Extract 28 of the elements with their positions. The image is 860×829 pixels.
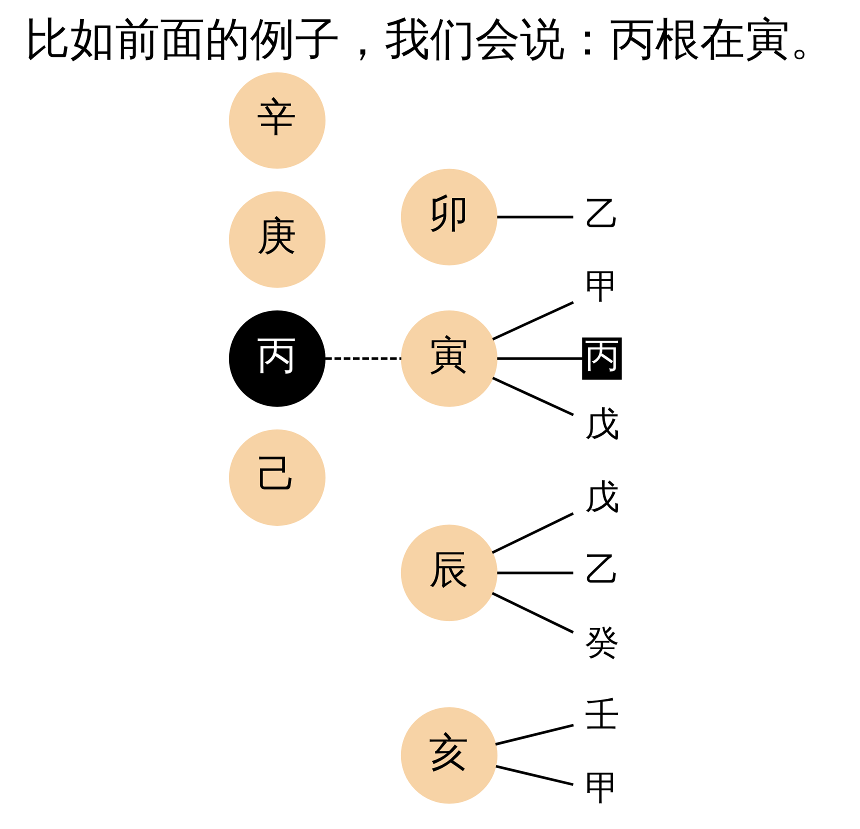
- node-text: 甲: [584, 267, 619, 308]
- connector: [497, 572, 574, 574]
- node-text: 乙: [584, 194, 619, 234]
- connector: [496, 764, 574, 786]
- connector: [492, 376, 574, 416]
- node-box: 丙: [582, 337, 622, 380]
- node-text: 戊: [584, 477, 619, 518]
- node-text: 甲: [584, 768, 619, 808]
- node-circle: 辛: [228, 72, 326, 169]
- connector: [492, 512, 574, 554]
- node-circle: 亥: [400, 707, 498, 804]
- diagram-title: 比如前面的例子，我们会说：丙根在寅。: [25, 12, 835, 66]
- node-text: 壬: [584, 696, 619, 736]
- node-circle: 庚: [228, 191, 326, 288]
- connector: [325, 357, 402, 360]
- node-circle: 寅: [400, 310, 498, 407]
- connector: [497, 357, 583, 360]
- node-circle: 丙: [228, 310, 326, 407]
- node-circle: 己: [228, 429, 326, 526]
- connector: [497, 216, 574, 218]
- node-circle: 辰: [400, 524, 498, 622]
- connector: [492, 592, 574, 634]
- connector: [492, 301, 574, 340]
- node-text: 癸: [584, 622, 619, 663]
- node-text: 戊: [584, 404, 619, 445]
- node-text: 乙: [584, 550, 619, 590]
- connector: [495, 724, 574, 746]
- node-circle: 卯: [400, 168, 498, 266]
